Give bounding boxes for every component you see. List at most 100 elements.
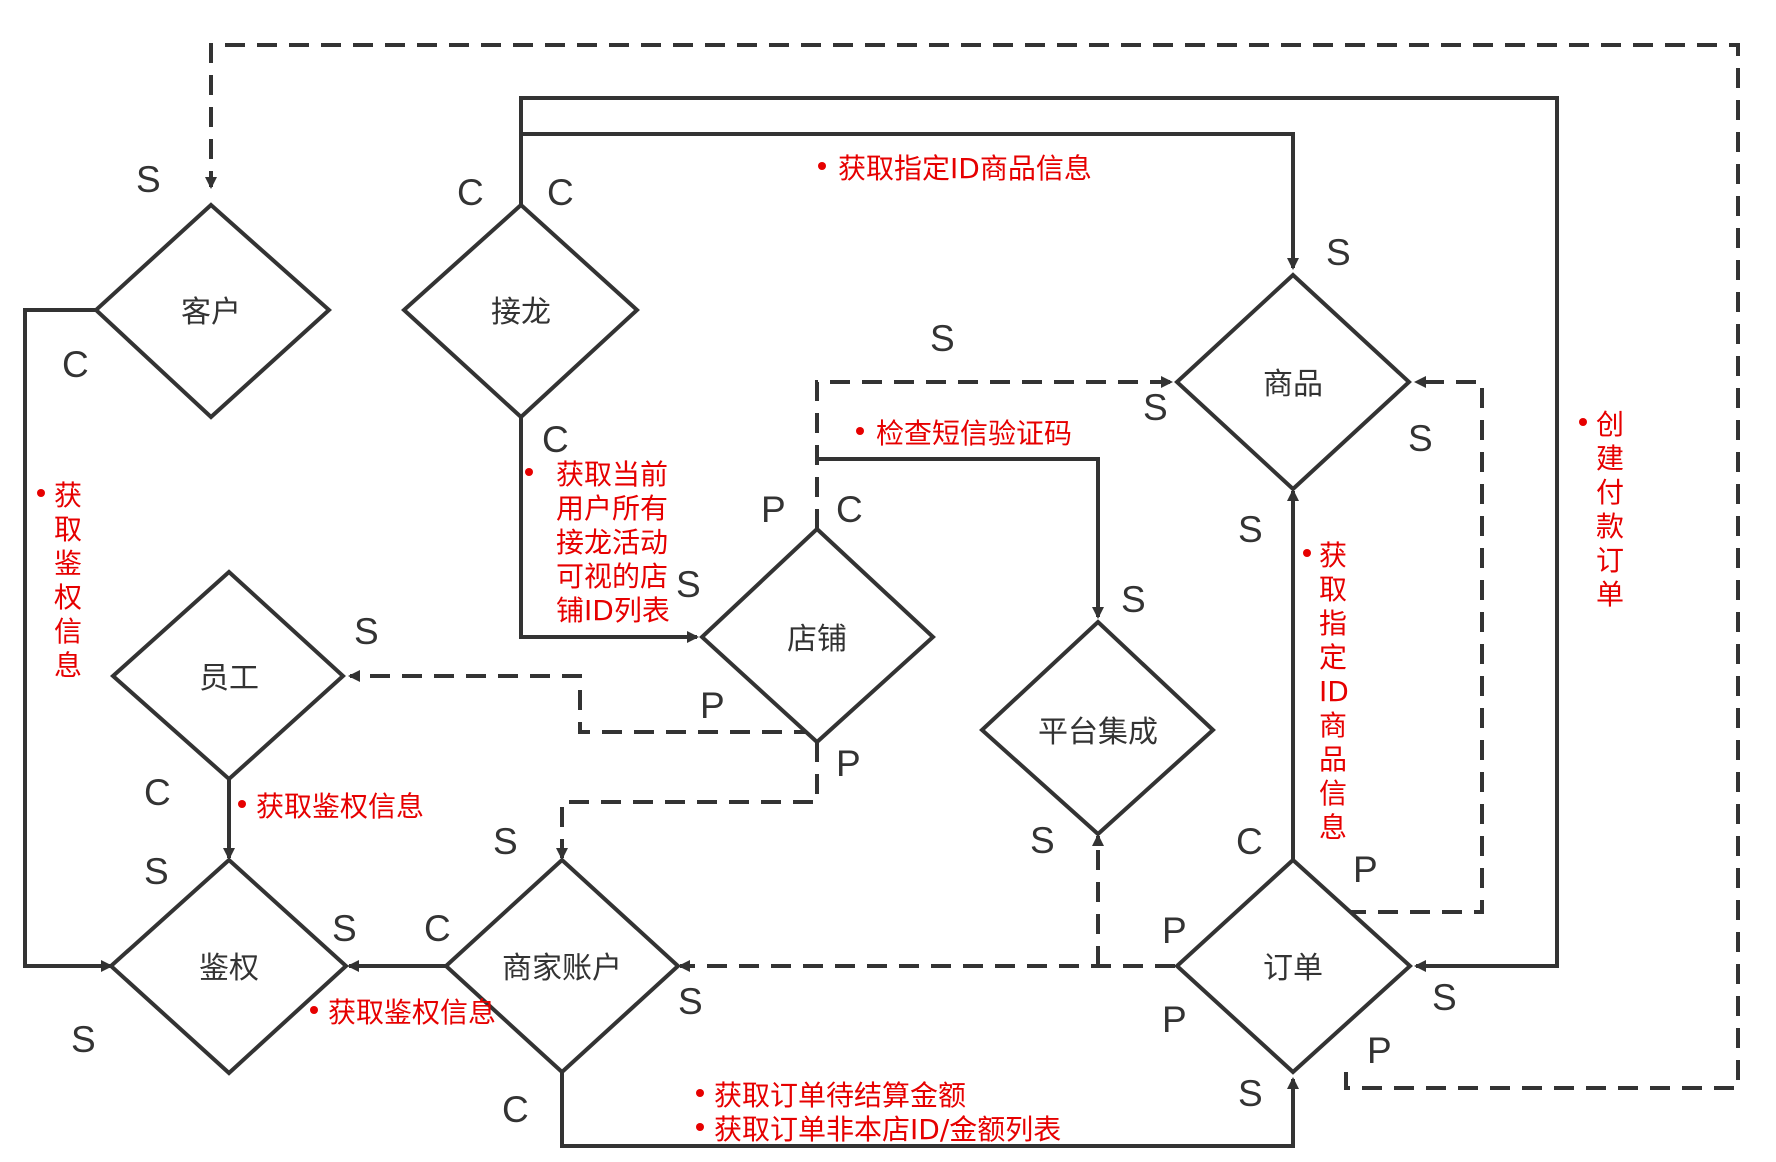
annotation-bullet	[818, 162, 826, 170]
annotation-char: 鉴	[54, 547, 82, 580]
node-jielong-label: 接龙	[491, 295, 551, 330]
port-label: S	[678, 981, 703, 1022]
annotation-get-product-by-id: 获取指定ID商品信息	[838, 152, 1092, 185]
port-label: P	[761, 489, 786, 530]
node-store[interactable]: 店铺	[699, 526, 936, 745]
node-store-label: 店铺	[787, 622, 847, 657]
annotation-order-non-store-list: 获取订单非本店ID/金额列表	[714, 1113, 1061, 1146]
port-label: S	[493, 821, 518, 862]
annotation-char: 商	[1319, 709, 1347, 742]
annotation-bullet	[238, 800, 246, 808]
node-customer[interactable]: 客户	[93, 202, 332, 420]
port-label: P	[1367, 1030, 1392, 1071]
annotation-char: 创	[1596, 408, 1624, 441]
annotation-bullet	[1303, 549, 1311, 557]
node-auth-label: 鉴权	[199, 951, 259, 986]
node-auth[interactable]: 鉴权	[108, 857, 349, 1076]
annotation-char: 付	[1596, 476, 1624, 509]
annotation-order-product-by-id: 获 取 指 定 ID 商 品 信 息	[1319, 539, 1349, 844]
annotation-char: 单	[1596, 578, 1624, 611]
annotation-char: 信	[1319, 777, 1347, 810]
annotation-bullet	[310, 1006, 318, 1014]
annotation-char: 息	[1319, 811, 1347, 844]
annotation-bullet	[856, 427, 864, 435]
port-label: C	[144, 772, 171, 813]
annotation-char: 获	[54, 479, 82, 512]
port-label: S	[354, 611, 379, 652]
annotation-bullet	[696, 1089, 704, 1097]
annotation-char: 建	[1596, 442, 1624, 475]
annotation-char: 息	[54, 649, 82, 682]
annotation-bullet	[525, 468, 533, 476]
annotation-line: 获取当前	[556, 458, 668, 491]
node-platform-label: 平台集成	[1038, 715, 1158, 750]
annotation-char: 获	[1319, 539, 1347, 572]
port-label: C	[1236, 821, 1263, 862]
edge-order-to-customer	[205, 43, 1740, 1090]
annotation-line: 用户所有	[556, 492, 668, 525]
annotation-char: 品	[1319, 743, 1347, 776]
port-label: C	[457, 172, 484, 213]
port-label: C	[424, 908, 451, 949]
edge-order-to-product-right	[1346, 376, 1484, 914]
annotation-bullet	[37, 489, 45, 497]
annotation-line: 铺ID列表	[556, 594, 670, 627]
annotation-create-payment-order: 创 建 付 款 订 单	[1596, 408, 1624, 611]
port-label: P	[1162, 910, 1187, 951]
node-product-label: 商品	[1263, 367, 1323, 402]
annotation-char: 取	[54, 513, 82, 546]
annotation-customer-auth: 获 取 鉴 权 信 息	[54, 479, 82, 682]
annotation-check-sms-code: 检查短信验证码	[876, 417, 1072, 450]
edge-store-to-product	[815, 376, 1173, 529]
port-label: S	[1143, 387, 1168, 428]
annotation-bullet	[696, 1123, 704, 1131]
port-label: C	[542, 419, 569, 460]
edge-jielong-to-store	[519, 417, 699, 643]
annotation-line: 接龙活动	[556, 526, 668, 559]
port-label: P	[700, 685, 725, 726]
port-label: P	[1353, 849, 1378, 890]
port-label: S	[1238, 1073, 1263, 1114]
annotation-merchant-auth: 获取鉴权信息	[328, 996, 496, 1029]
edge-customer-to-auth	[23, 308, 113, 972]
node-merchant-account[interactable]: 商家账户	[443, 857, 681, 1075]
annotation-char: 权	[54, 581, 82, 614]
port-label: S	[676, 564, 701, 605]
annotation-char: 订	[1596, 544, 1624, 577]
port-label: S	[1432, 977, 1457, 1018]
annotation-char: 款	[1596, 510, 1624, 543]
annotation-bullet	[1579, 418, 1587, 426]
annotation-order-pending-amount: 获取订单待结算金额	[714, 1079, 966, 1112]
annotation-line: 可视的店	[556, 560, 668, 593]
port-label: C	[836, 489, 863, 530]
port-label: S	[1326, 232, 1351, 273]
port-label: C	[502, 1089, 529, 1130]
port-label: P	[1162, 999, 1187, 1040]
node-customer-label: 客户	[181, 295, 241, 330]
port-label: S	[930, 318, 955, 359]
port-label: S	[1030, 820, 1055, 861]
edge-store-to-merchant	[556, 742, 819, 860]
port-label: S	[332, 908, 357, 949]
node-platform[interactable]: 平台集成	[979, 619, 1216, 837]
node-order-label: 订单	[1263, 951, 1323, 986]
edge-merchant-to-order	[560, 1072, 1299, 1148]
port-label: S	[1408, 418, 1433, 459]
annotation-char: 指	[1319, 607, 1347, 640]
edge-store-to-platform	[817, 457, 1104, 619]
node-jielong[interactable]: 接龙	[401, 202, 640, 420]
node-order[interactable]: 订单	[1174, 857, 1413, 1075]
edge-store-to-employee	[348, 670, 814, 734]
node-product[interactable]: 商品	[1174, 272, 1412, 492]
node-employee[interactable]: 员工	[109, 569, 346, 782]
node-employee-label: 员工	[199, 661, 259, 696]
port-label: S	[136, 159, 161, 200]
port-label: S	[1238, 509, 1263, 550]
annotation-char: 取	[1319, 573, 1347, 606]
port-label: S	[144, 851, 169, 892]
node-merchant-account-label: 商家账户	[502, 951, 622, 986]
annotation-char: 定	[1319, 641, 1347, 674]
annotation-employee-auth: 获取鉴权信息	[256, 790, 424, 823]
port-label: C	[62, 344, 89, 385]
annotation-char: ID	[1319, 675, 1349, 708]
